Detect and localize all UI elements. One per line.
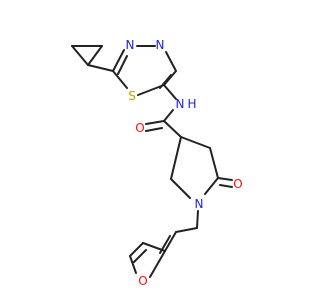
atom-label-oxygen: O bbox=[138, 274, 147, 288]
atom-label-oxygen: O bbox=[135, 121, 144, 135]
bond bbox=[163, 70, 177, 86]
bond bbox=[117, 55, 128, 75]
atom-label-nitrogen: N bbox=[156, 38, 165, 52]
bond bbox=[163, 109, 174, 122]
bond bbox=[170, 136, 182, 180]
bond bbox=[165, 51, 177, 72]
bond bbox=[145, 120, 165, 125]
bond bbox=[71, 45, 89, 66]
atom-label-oxygen: O bbox=[233, 177, 242, 191]
bond bbox=[163, 120, 182, 138]
atom-label-nitrogen: N bbox=[126, 38, 135, 52]
molecule-structure: N N S N H O N O O bbox=[71, 38, 243, 288]
bond bbox=[163, 84, 177, 100]
bonds bbox=[71, 45, 233, 278]
bond bbox=[217, 177, 233, 181]
bond bbox=[219, 184, 233, 188]
bond bbox=[137, 84, 165, 96]
bond bbox=[196, 210, 199, 229]
bond bbox=[149, 250, 166, 278]
bond bbox=[164, 231, 177, 252]
bond bbox=[170, 178, 191, 199]
atom-label-nitrogen: N bbox=[176, 97, 185, 111]
bond bbox=[133, 249, 147, 263]
bond bbox=[180, 136, 211, 149]
bond bbox=[129, 255, 137, 274]
bond bbox=[209, 147, 219, 179]
bond bbox=[87, 64, 114, 72]
atom-label-nitrogen: N bbox=[195, 197, 204, 211]
atom-label-hydrogen: H bbox=[187, 97, 196, 111]
bond bbox=[145, 127, 163, 132]
bond bbox=[175, 227, 198, 233]
atom-label-sulfur: S bbox=[128, 89, 136, 103]
bond bbox=[142, 242, 166, 252]
bond bbox=[112, 70, 128, 89]
bond bbox=[129, 242, 144, 257]
bond bbox=[112, 49, 125, 72]
atom-labels: N N S N H O N O O bbox=[126, 38, 243, 288]
bond bbox=[87, 45, 103, 66]
bond bbox=[204, 177, 219, 195]
